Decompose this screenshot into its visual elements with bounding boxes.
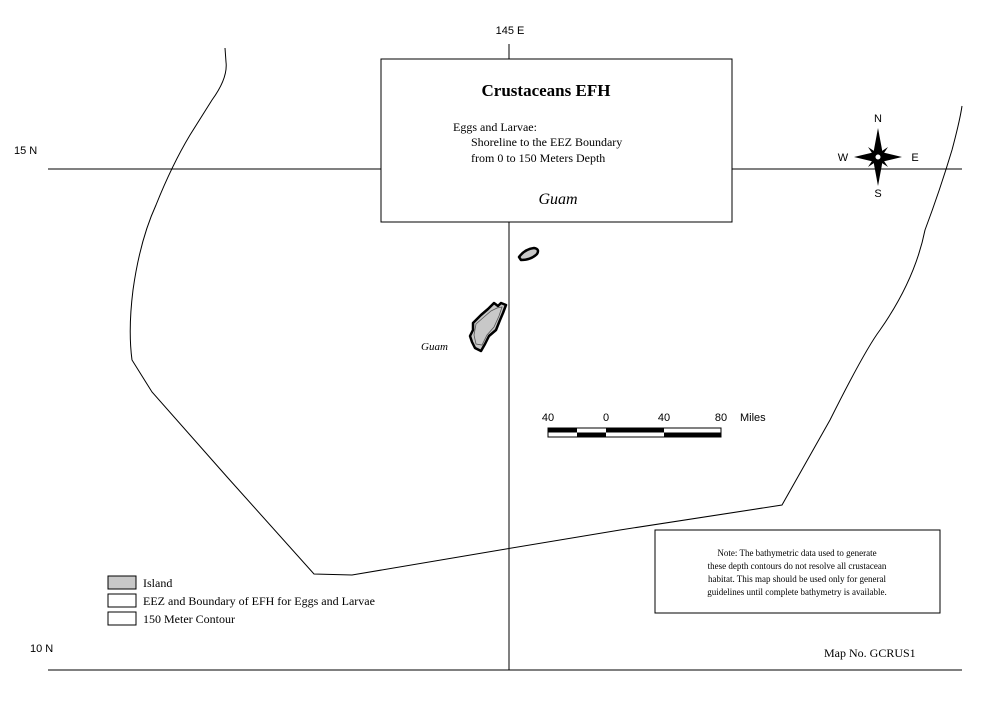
compass-w: W — [838, 152, 849, 164]
title-box — [380, 58, 733, 223]
island-label: Guam — [421, 341, 448, 353]
longitude-label: 145 E — [496, 25, 525, 37]
compass-s: S — [874, 188, 881, 200]
legend-swatch-contour — [107, 611, 137, 626]
scale-tick-40: 40 — [658, 412, 670, 424]
region-name: Guam — [538, 191, 577, 208]
legend-subtitle: Eggs and Larvae: — [453, 120, 537, 134]
legend-swatch-island — [107, 575, 137, 590]
legend-label-eez: EEZ and Boundary of EFH for Eggs and Lar… — [143, 594, 375, 608]
legend-label-island: Island — [143, 576, 172, 590]
legend-description-2: from 0 to 150 Meters Depth — [471, 151, 605, 165]
map-title: Crustaceans EFH — [482, 81, 611, 100]
scale-bar — [547, 427, 722, 438]
note-line-1: Note: The bathymetric data used to gener… — [717, 548, 876, 558]
note-line-3: habitat. This map should be used only fo… — [708, 574, 887, 584]
latitude-label-10n: 10 N — [30, 643, 53, 655]
note-line-4: guidelines until complete bathymetry is … — [707, 587, 886, 597]
note-line-2: these depth contours do not resolve all … — [708, 561, 887, 571]
scale-tick-40-left: 40 — [542, 412, 554, 424]
compass-e: E — [911, 152, 918, 164]
note-box — [654, 529, 941, 614]
scale-unit: Miles — [740, 412, 766, 424]
latitude-label-15n: 15 N — [14, 145, 37, 157]
guam-island — [468, 301, 508, 353]
compass-n: N — [874, 113, 882, 125]
small-island — [517, 246, 540, 262]
compass-rose-icon — [854, 128, 902, 186]
guam-contour — [473, 306, 503, 346]
legend-swatch-eez — [107, 593, 137, 608]
map-number: Map No. GCRUS1 — [824, 646, 916, 660]
scale-tick-0: 0 — [603, 412, 609, 424]
legend-label-contour: 150 Meter Contour — [143, 612, 235, 626]
scale-tick-80: 80 — [715, 412, 727, 424]
legend-description-1: Shoreline to the EEZ Boundary — [471, 135, 622, 149]
eez-boundary-line — [129, 47, 963, 576]
